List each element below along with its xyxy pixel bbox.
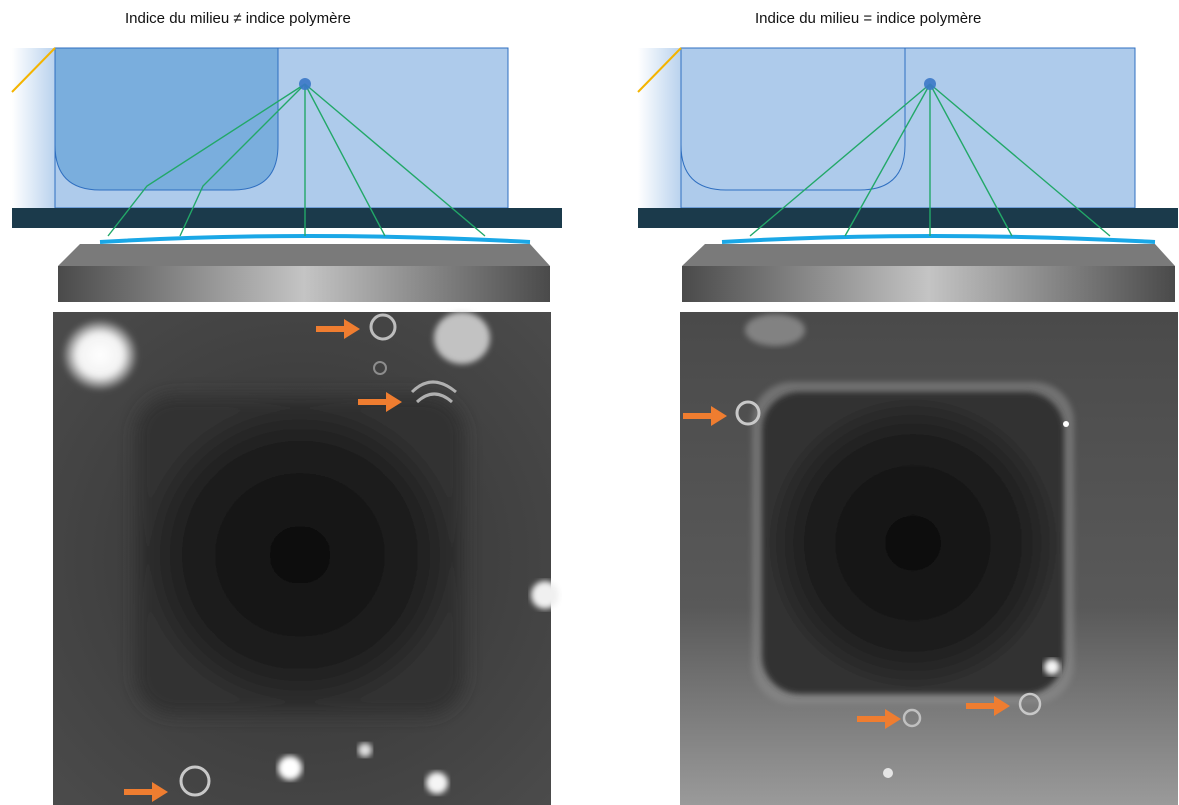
right-immersion-oil [721,234,1156,244]
arrow-icon [358,392,402,412]
right-objective-top [682,244,1175,266]
panel-title-right: Indice du milieu = indice polymère [755,10,982,27]
left-chip-fade [12,48,62,208]
left-bright-spot-bottom1 [278,756,302,780]
left-objective-lens [58,266,550,302]
left-cell-3 [373,361,387,375]
left-arrows [124,319,402,802]
arrow-icon [124,782,168,802]
arrow-icon [966,696,1010,716]
left-bright-spot-bottom2 [426,772,448,794]
left-micrograph [53,312,559,805]
right-dark-well-image [762,392,1064,694]
right-bright-spot-2 [1063,421,1069,427]
right-micrograph [680,312,1178,805]
left-source-dot [299,78,311,90]
right-cell-1 [735,400,761,426]
right-bright-blob-top [745,314,805,346]
left-bright-blob-topleft [62,319,138,391]
left-well [54,47,279,191]
left-objective-top [58,244,550,266]
right-cell-2 [902,708,922,728]
left-dark-well-image [135,395,465,715]
arrow-icon [857,709,901,729]
right-chip-fade [638,48,688,208]
panel-title-left: Indice du milieu ≠ indice polymère [125,10,351,27]
right-bright-spot-3 [883,768,893,778]
right-diagram [637,47,1178,302]
left-diagram [11,47,562,302]
right-edge-highlight [637,47,682,93]
left-bright-spot-bottom3 [358,743,372,757]
right-source-dot [924,78,936,90]
left-immersion-oil [99,234,531,244]
right-arrows [683,406,1010,729]
left-edge-highlight [11,47,56,93]
right-well [680,47,906,191]
left-cell-2 [410,380,457,404]
arrow-icon [316,319,360,339]
right-bright-spot-1 [1044,659,1060,675]
right-objective-lens [682,266,1175,302]
right-light-rays [749,83,1111,237]
right-cell-3 [1018,692,1042,716]
left-light-rays [107,83,486,237]
left-cell-4 [179,765,211,797]
left-bright-blob-topright [434,312,490,364]
right-coverslip [638,208,1178,228]
arrow-icon [683,406,727,426]
left-cell-1 [369,313,397,341]
left-bright-spot-right [531,581,559,609]
left-coverslip [12,208,562,228]
